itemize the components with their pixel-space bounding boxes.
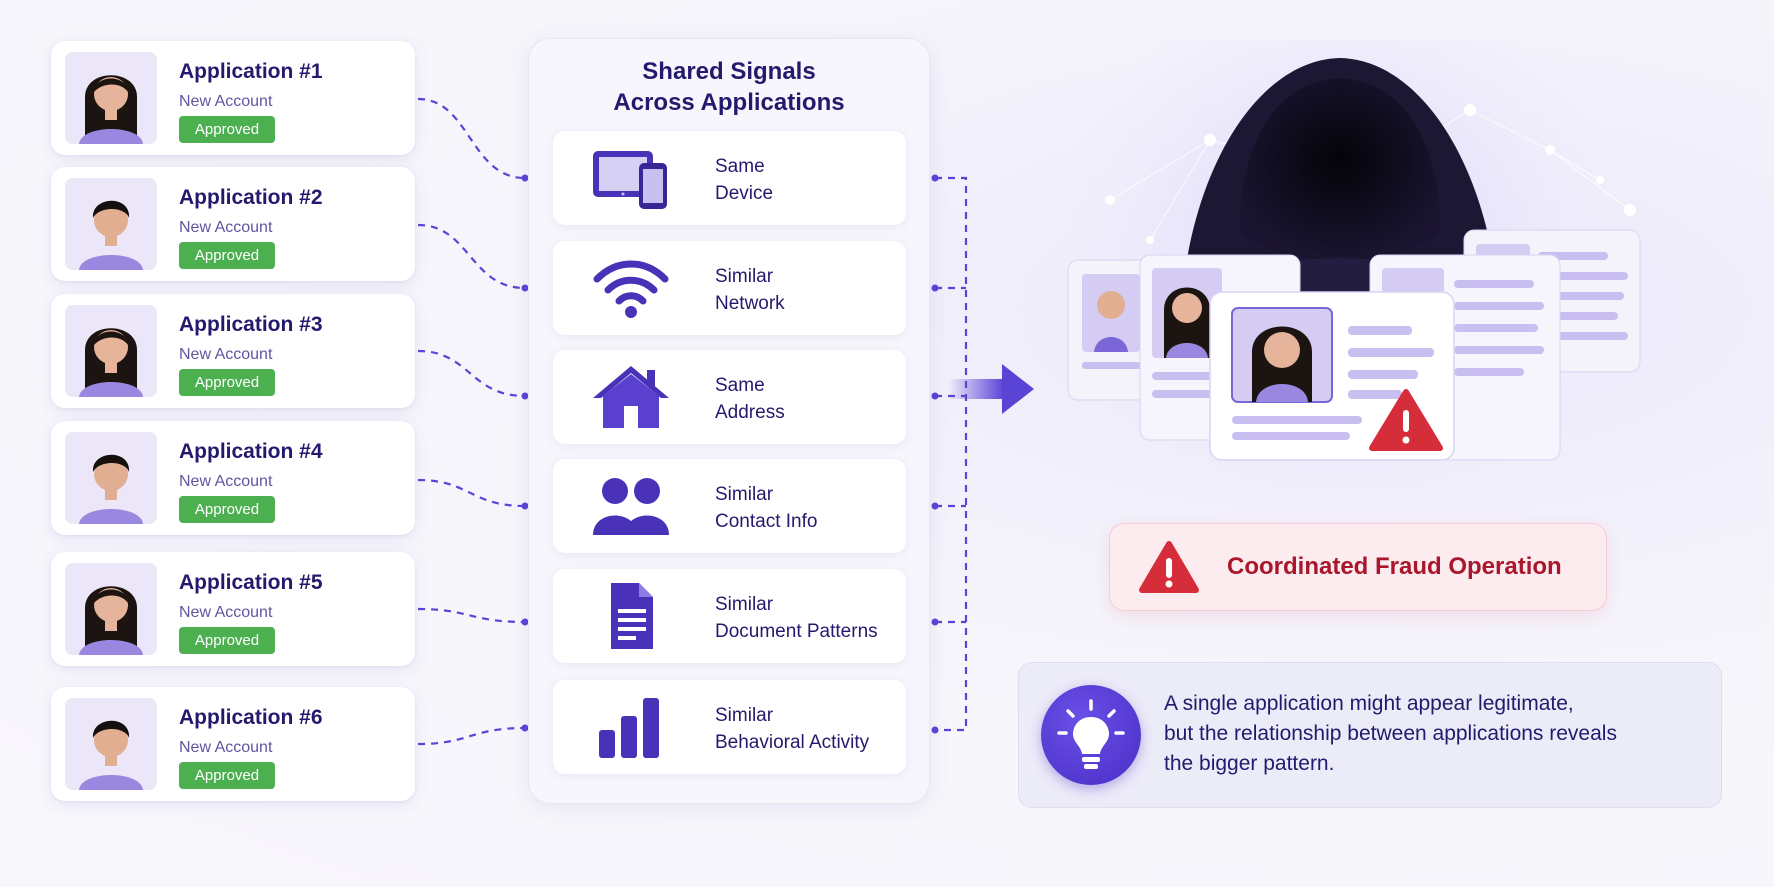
- signal-same-device[interactable]: Same Device: [553, 131, 906, 225]
- signal-label: Similar Contact Info: [715, 481, 817, 535]
- approved-badge: Approved: [179, 242, 275, 269]
- fraud-alert-banner: Coordinated Fraud Operation: [1110, 524, 1606, 610]
- signal-label-line2: Network: [715, 293, 785, 314]
- people-icon: [591, 473, 671, 539]
- lightbulb-icon: [1041, 685, 1141, 785]
- signal-similar-document-patterns[interactable]: Similar Document Patterns: [553, 569, 906, 663]
- signals-title-line2: Across Applications: [613, 89, 845, 116]
- application-subtitle: New Account: [179, 473, 273, 490]
- insight-line3: the bigger pattern.: [1164, 752, 1335, 775]
- application-card-2[interactable]: Application #2 New Account Approved: [51, 167, 415, 281]
- approved-badge: Approved: [179, 627, 275, 654]
- signals-title-line1: Shared Signals: [642, 58, 816, 85]
- signal-label-line1: Similar: [715, 594, 774, 615]
- insight-line1: A single application might appear legiti…: [1164, 692, 1574, 715]
- signal-label-line2: Contact Info: [715, 511, 818, 532]
- signal-label-line2: Device: [715, 183, 774, 204]
- approved-badge: Approved: [179, 762, 275, 789]
- signal-label: Same Address: [715, 372, 785, 426]
- bar-chart-icon: [591, 694, 671, 760]
- house-icon: [591, 364, 671, 430]
- application-title: Application #5: [179, 571, 323, 594]
- application-subtitle: New Account: [179, 739, 273, 756]
- application-card-5[interactable]: Application #5 New Account Approved: [51, 552, 415, 666]
- insight-callout: A single application might appear legiti…: [1018, 662, 1722, 808]
- application-title: Application #6: [179, 706, 323, 729]
- signal-label: Similar Document Patterns: [715, 591, 878, 645]
- fraud-alert-text: Coordinated Fraud Operation: [1227, 553, 1562, 580]
- network-nodes: [1105, 104, 1636, 244]
- application-title: Application #1: [179, 60, 323, 83]
- shared-signals-panel: Shared Signals Across Applications Same …: [528, 38, 930, 804]
- approved-badge: Approved: [179, 369, 275, 396]
- signal-similar-behavioral-activity[interactable]: Similar Behavioral Activity: [553, 680, 906, 774]
- document-icon: [591, 583, 671, 649]
- male-avatar: [65, 178, 157, 270]
- signal-label-line1: Same: [715, 375, 765, 396]
- insight-line2: but the relationship between application…: [1164, 722, 1617, 745]
- flow-arrow-shaft: [948, 379, 1004, 399]
- warning-icon: [1138, 540, 1200, 594]
- signal-same-address[interactable]: Same Address: [553, 350, 906, 444]
- approved-badge: Approved: [179, 496, 275, 523]
- application-title: Application #2: [179, 186, 323, 209]
- male-avatar: [65, 432, 157, 524]
- signal-label: Similar Network: [715, 263, 785, 317]
- insight-text: A single application might appear legiti…: [1164, 689, 1704, 779]
- application-card-4[interactable]: Application #4 New Account Approved: [51, 421, 415, 535]
- signal-label-line1: Same: [715, 156, 765, 177]
- signal-label-line2: Document Patterns: [715, 621, 878, 642]
- approved-badge: Approved: [179, 116, 275, 143]
- devices-icon: [591, 145, 671, 211]
- warning-icon: [1369, 389, 1443, 451]
- signal-label-line1: Similar: [715, 266, 774, 287]
- signal-label-line2: Behavioral Activity: [715, 732, 870, 753]
- application-subtitle: New Account: [179, 604, 273, 621]
- application-card-6[interactable]: Application #6 New Account Approved: [51, 687, 415, 801]
- signal-similar-network[interactable]: Similar Network: [553, 241, 906, 335]
- signal-label: Same Device: [715, 153, 773, 207]
- female-avatar: [65, 563, 157, 655]
- signal-label-line2: Address: [715, 402, 785, 423]
- female-avatar: [65, 305, 157, 397]
- application-subtitle: New Account: [179, 346, 273, 363]
- signal-label-line1: Similar: [715, 484, 774, 505]
- application-card-1[interactable]: Application #1 New Account Approved: [51, 41, 415, 155]
- application-title: Application #4: [179, 440, 323, 463]
- wifi-icon: [591, 255, 671, 321]
- female-avatar: [65, 52, 157, 144]
- application-subtitle: New Account: [179, 93, 273, 110]
- application-title: Application #3: [179, 313, 323, 336]
- application-card-3[interactable]: Application #3 New Account Approved: [51, 294, 415, 408]
- fraud-illustration: [1030, 40, 1710, 540]
- application-subtitle: New Account: [179, 219, 273, 236]
- signal-label: Similar Behavioral Activity: [715, 702, 869, 756]
- signal-label-line1: Similar: [715, 705, 774, 726]
- male-avatar: [65, 698, 157, 790]
- signal-similar-contact-info[interactable]: Similar Contact Info: [553, 459, 906, 553]
- signals-title: Shared Signals Across Applications: [528, 56, 930, 118]
